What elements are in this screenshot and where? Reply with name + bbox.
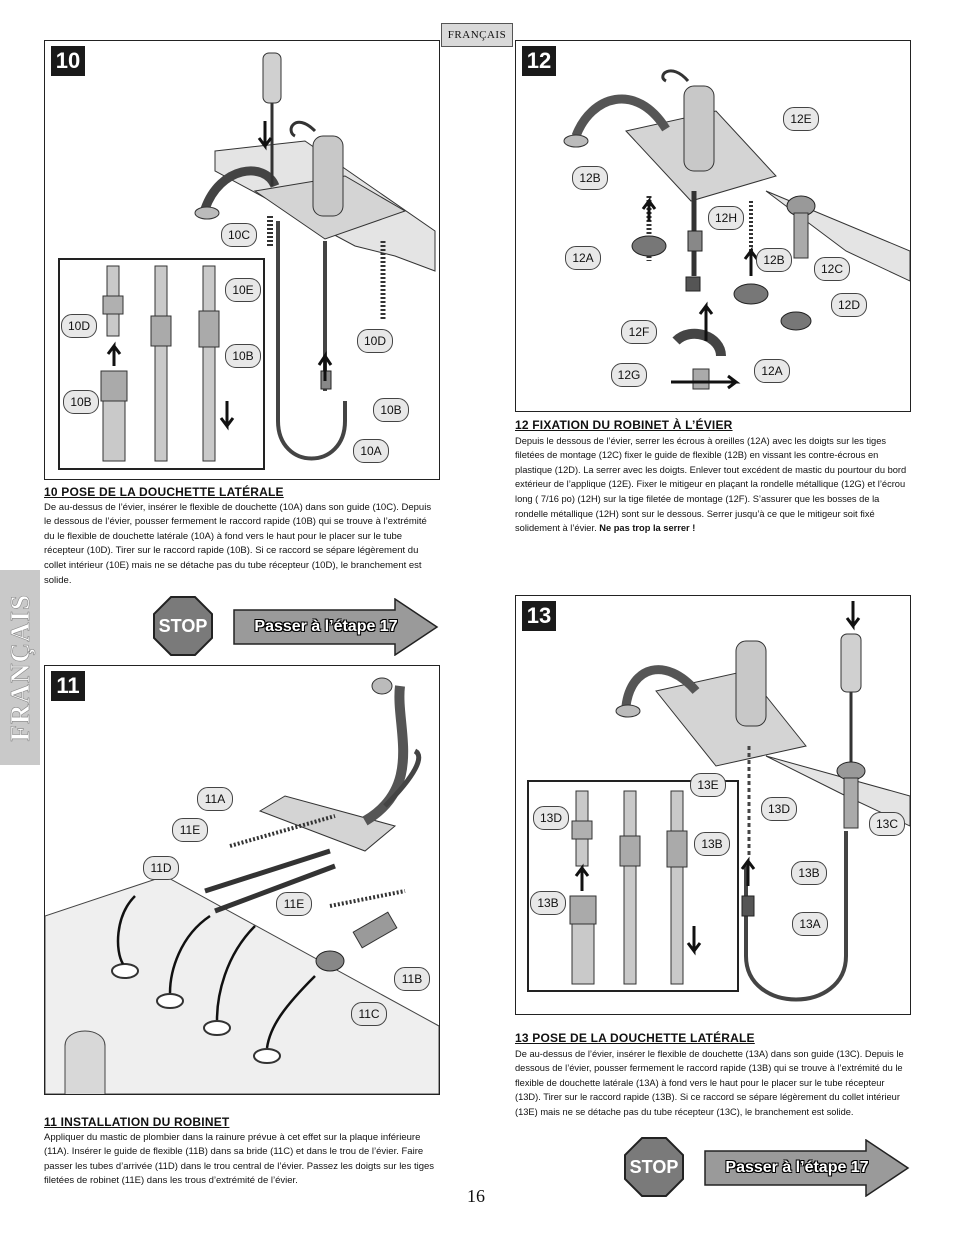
step11-title: 11 INSTALLATION DU ROBINET (44, 1115, 230, 1129)
callout-12a-left: 12A (565, 246, 601, 270)
step12-illustration: 12 12E 12B 12H 12A 12B 12C 12D 12F 12G 1… (515, 40, 911, 412)
callout-12f: 12F (621, 320, 657, 344)
language-tab: FRANÇAIS (441, 23, 513, 47)
callout-12a-right: 12A (754, 359, 790, 383)
step11-illustration: 11 11A 11E 11D 11E 11B 11C (44, 665, 440, 1095)
step11-text: 11 INSTALLATION DU ROBINET Appliquer du … (44, 1115, 440, 1189)
step12-badge: 12 (522, 46, 556, 76)
callout-10d-inset: 10D (61, 314, 97, 338)
callout-11d: 11D (143, 856, 179, 880)
callout-11e-top: 11E (172, 818, 208, 842)
callout-11e-bottom: 11E (276, 892, 312, 916)
callout-13e: 13E (690, 773, 726, 797)
callout-13b-inset-right: 13B (694, 832, 730, 856)
callout-12g: 12G (611, 363, 647, 387)
stop-sign-left: STOP (153, 596, 213, 656)
callout-12c: 12C (814, 257, 850, 281)
callout-13a: 13A (792, 912, 828, 936)
callout-10b-inset-left: 10B (63, 390, 99, 414)
callout-13b-inset-left: 13B (530, 891, 566, 915)
step12-text: 12 FIXATION DU ROBINET À L’ÉVIER Depuis … (515, 418, 911, 536)
stop-sign-right: STOP (624, 1137, 684, 1197)
goto-label-left: Passer à l’étape 17 (254, 618, 398, 635)
callout-10b-inset-right: 10B (225, 344, 261, 368)
step13-drawing (527, 601, 910, 1002)
step13-title: 13 POSE DE LA DOUCHETTE LATÉRALE (515, 1031, 755, 1045)
step11-body: Appliquer du mastic de plombier dans la … (44, 1131, 435, 1187)
step12-drawing (563, 69, 910, 390)
goto-step17-link-right[interactable]: Passer à l’étape 17 (704, 1139, 910, 1197)
callout-13d: 13D (761, 797, 797, 821)
goto-label-right: Passer à l’étape 17 (725, 1159, 869, 1176)
step13-illustration: 13 13E 13D 13D 13C 13B 13B 13B 13A (515, 595, 911, 1015)
callout-12b-right: 12B (756, 248, 792, 272)
step13-body: De au-dessus de l’évier, insérer le flex… (515, 1048, 904, 1117)
callout-10d: 10D (357, 329, 393, 353)
step10-text: 10 POSE DE LA DOUCHETTE LATÉRALE De au-d… (44, 485, 440, 588)
stop-label-right: STOP (629, 1156, 679, 1177)
callout-12d: 12D (831, 293, 867, 317)
step10-illustration: 10 10C 10E 10D 10B 10D 10B 10B 10A (44, 40, 440, 480)
step12-title: 12 FIXATION DU ROBINET À L’ÉVIER (515, 418, 733, 432)
step10-badge: 10 (51, 46, 85, 76)
step10-title: 10 POSE DE LA DOUCHETTE LATÉRALE (44, 485, 284, 499)
callout-13c: 13C (869, 812, 905, 836)
step13-text: 13 POSE DE LA DOUCHETTE LATÉRALE De au-d… (515, 1031, 911, 1120)
step12-warning: Ne pas trop la serrer ! (599, 523, 696, 534)
callout-10b: 10B (373, 398, 409, 422)
step12-body: Depuis le dessous de l’évier, serrer les… (515, 434, 911, 536)
side-language-tab: FRANÇAIS (0, 570, 40, 765)
callout-13d-inset: 13D (533, 806, 569, 830)
page-number: 16 (467, 1186, 485, 1206)
callout-11c: 11C (351, 1002, 387, 1026)
goto-step17-link-left[interactable]: Passer à l’étape 17 (233, 598, 439, 656)
callout-13b: 13B (791, 861, 827, 885)
callout-10e: 10E (225, 278, 261, 302)
callout-10a: 10A (353, 439, 389, 463)
callout-12h: 12H (708, 206, 744, 230)
callout-12b-left: 12B (572, 166, 608, 190)
step10-body: De au-dessus de l’évier, insérer le flex… (44, 501, 432, 586)
callout-12e: 12E (783, 107, 819, 131)
callout-10c: 10C (221, 223, 257, 247)
step10-drawing (58, 52, 436, 470)
side-language-label: FRANÇAIS (4, 593, 35, 742)
callout-11b: 11B (394, 967, 430, 991)
step12-body-text: Depuis le dessous de l’évier, serrer les… (515, 435, 907, 534)
step13-badge: 13 (522, 601, 556, 631)
callout-11a: 11A (197, 787, 233, 811)
stop-label-left: STOP (158, 615, 208, 636)
step11-drawing (45, 677, 439, 1094)
step11-badge: 11 (51, 671, 85, 701)
